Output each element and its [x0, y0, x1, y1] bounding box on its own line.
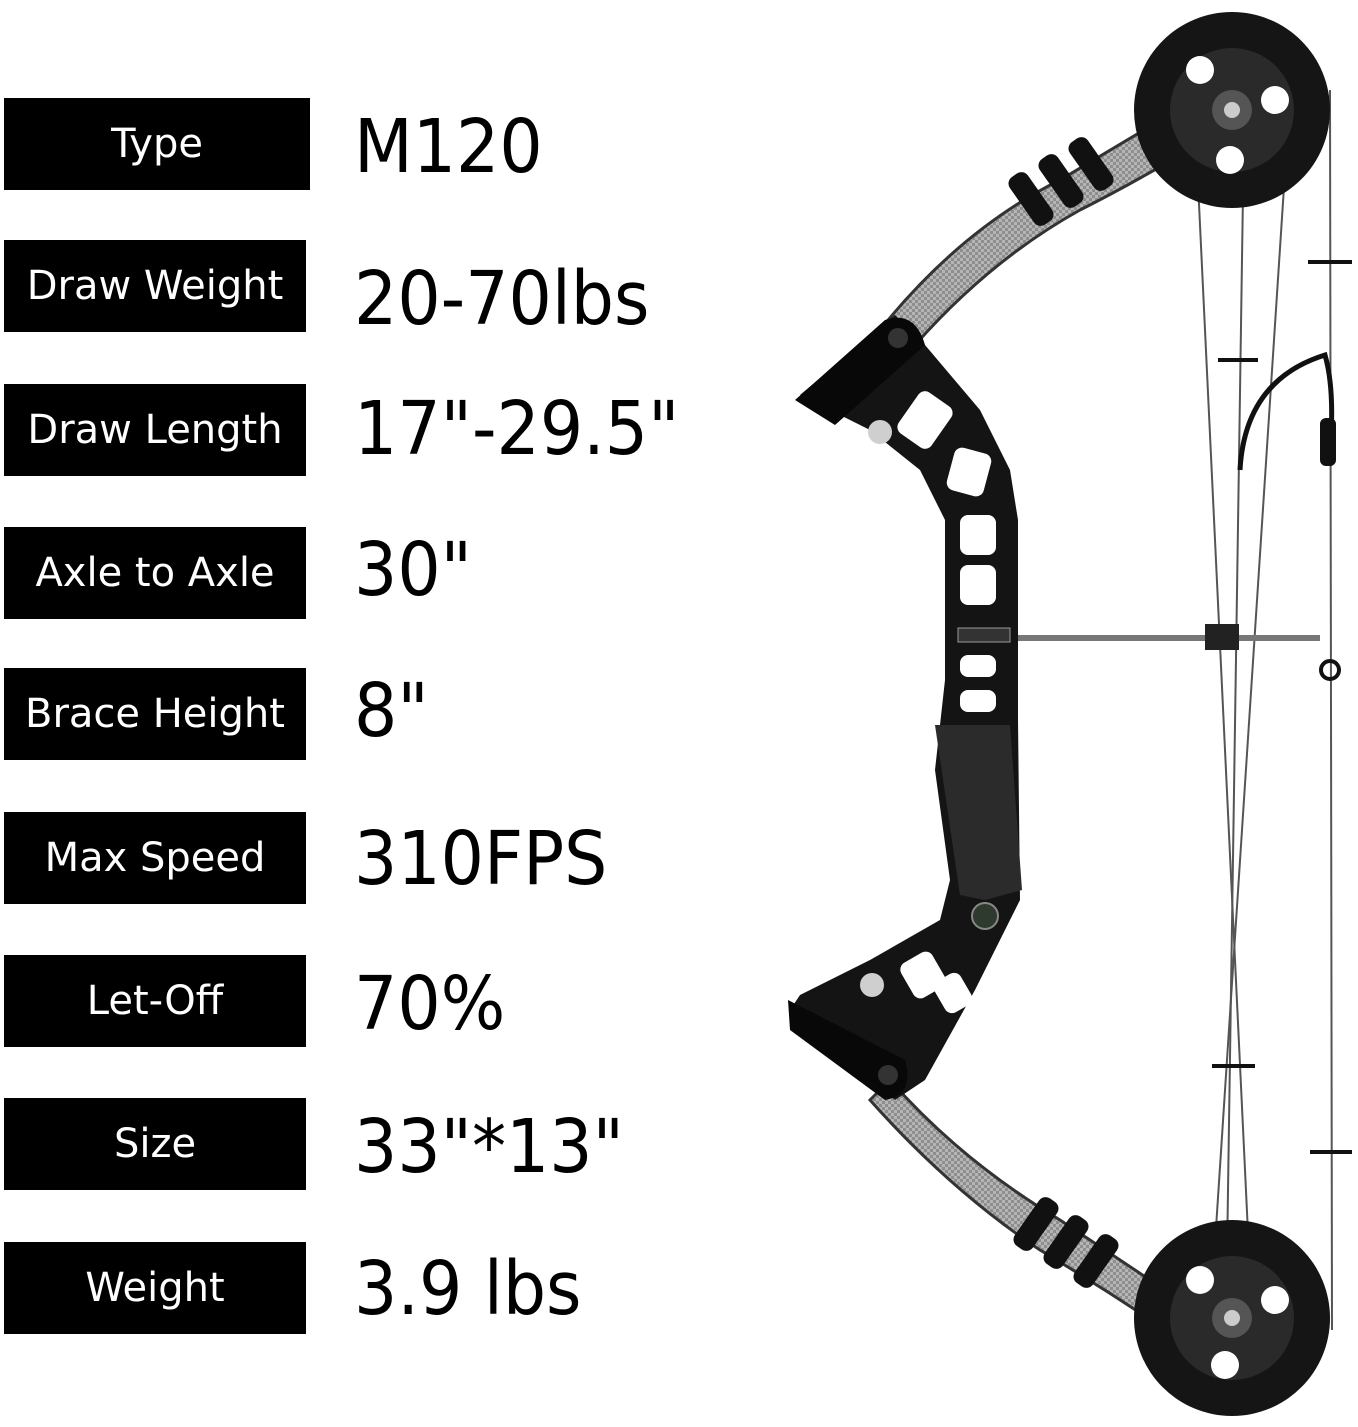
- mounting-knob-icon: [868, 420, 892, 444]
- riser-grip: [935, 725, 1022, 900]
- spec-label-axle-to-axle: Axle to Axle: [4, 527, 306, 619]
- spec-label-weight: Weight: [4, 1242, 306, 1334]
- lower-dampeners: [1013, 1197, 1119, 1288]
- riser-badge: [957, 627, 1011, 643]
- lower-cam: [1134, 1220, 1330, 1416]
- spec-label-brace-height: Brace Height: [4, 668, 306, 760]
- upper-dampeners: [1008, 137, 1114, 226]
- spec-label-type: Type: [4, 98, 310, 190]
- spec-value-size: 33"*13": [354, 1104, 624, 1190]
- string-accessories: [1212, 260, 1352, 1154]
- spec-label-size: Size: [4, 1098, 306, 1190]
- spec-value-let-off: 70%: [354, 961, 506, 1047]
- spec-value-draw-weight: 20-70lbs: [354, 256, 650, 342]
- spec-value-type: M120: [354, 104, 543, 190]
- bow-strings: [1194, 59, 1333, 1391]
- spec-label-max-speed: Max Speed: [4, 812, 306, 904]
- compass-icon: [971, 902, 999, 930]
- spec-value-brace-height: 8": [354, 668, 429, 754]
- bow-riser: [788, 315, 1022, 1100]
- spec-value-draw-length: 17"-29.5": [354, 386, 680, 472]
- lower-limb-pocket: [788, 1000, 908, 1100]
- spec-label-let-off: Let-Off: [4, 955, 306, 1047]
- spec-value-axle-to-axle: 30": [354, 527, 472, 613]
- spec-label-draw-length: Draw Length: [4, 384, 306, 476]
- spec-label-draw-weight: Draw Weight: [4, 240, 306, 332]
- upper-cam: [1134, 12, 1330, 208]
- spec-value-weight: 3.9 lbs: [354, 1246, 582, 1332]
- arrow-rest: [1010, 624, 1320, 650]
- mounting-knob-icon: [860, 973, 884, 997]
- spec-value-max-speed: 310FPS: [354, 816, 608, 902]
